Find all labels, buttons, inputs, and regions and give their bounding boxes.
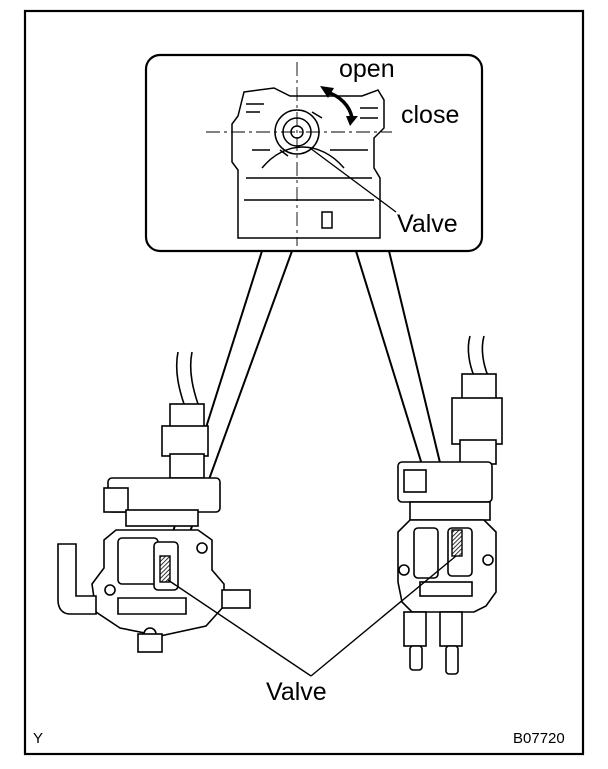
label-valve-detail: Valve	[397, 210, 458, 238]
callout-box	[144, 53, 484, 253]
left-valve-marker	[159, 555, 171, 583]
label-valve: Valve	[266, 678, 327, 706]
right-valve-assembly	[397, 335, 503, 675]
outer-frame	[23, 9, 585, 756]
rotation-arrow-icon	[320, 86, 358, 126]
figure-code: B07720	[513, 730, 565, 747]
label-close: close	[401, 101, 460, 129]
valve-detail-leader	[309, 147, 397, 213]
center-lines	[206, 62, 392, 246]
corner-mark: Y	[33, 730, 44, 747]
right-valve-marker	[451, 529, 463, 557]
left-valve-assembly	[57, 351, 251, 653]
label-open: open	[339, 55, 395, 83]
valve-leaders	[167, 555, 457, 677]
